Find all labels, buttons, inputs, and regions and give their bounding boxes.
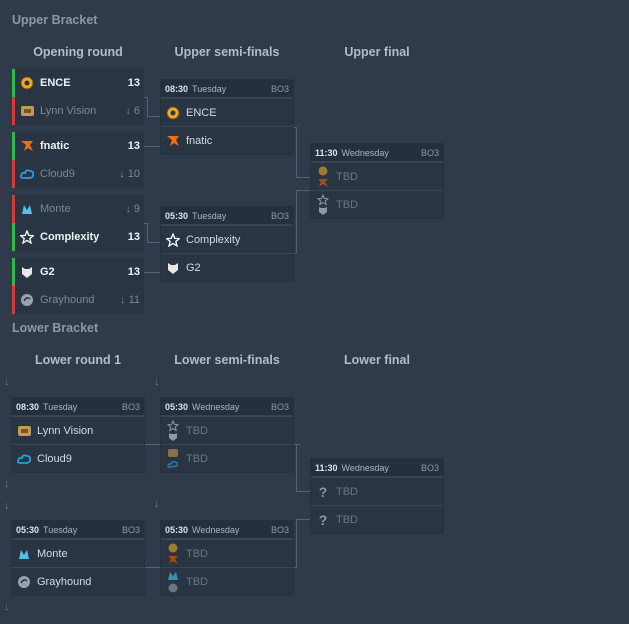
col-lower-final: Lower final [344, 353, 410, 367]
monte-logo-icon [16, 546, 32, 562]
cloud9-logo-icon [19, 166, 35, 182]
match-team-row[interactable]: ?TBD [311, 505, 443, 533]
match-team-row[interactable]: Grayhound [12, 567, 144, 595]
lynn-vision-logo-icon [16, 423, 32, 439]
opening-result-lynn-vision[interactable]: Lynn Vision 6 [12, 97, 144, 125]
match-team-row[interactable]: ENCE [161, 98, 293, 126]
drop-arrow-icon: ↓ [4, 500, 10, 512]
complexity-g2-logos-icon [165, 419, 181, 443]
match-team-row[interactable]: TBD [161, 567, 293, 595]
fnatic-logo-icon [19, 138, 35, 154]
match-team-row[interactable]: G2 [161, 253, 293, 281]
lower-bracket-title: Lower Bracket [12, 321, 99, 335]
match-team-row[interactable]: fnatic [161, 126, 293, 154]
monte-grayhound-logos-icon [165, 570, 181, 594]
match-team-row[interactable]: Cloud9 [12, 444, 144, 472]
opening-result-grayhound[interactable]: Grayhound 11 [12, 286, 144, 314]
drop-arrow-icon: ↓ [4, 601, 10, 613]
drop-arrow-icon: ↓ [154, 376, 160, 388]
complexity-logo-icon [19, 229, 35, 245]
ence-fnatic-logos-icon [315, 165, 331, 189]
opening-result-cloud9[interactable]: Cloud9 10 [12, 160, 144, 188]
complexity-logo-icon [165, 232, 181, 248]
opening-result-g2[interactable]: G2 13 [12, 258, 144, 286]
match-team-row[interactable]: TBD [311, 190, 443, 218]
opening-result-fnatic[interactable]: fnatic 13 [12, 132, 144, 160]
question-mark-icon: ? [318, 511, 328, 528]
match-team-row[interactable]: TBD [311, 162, 443, 190]
drop-arrow-icon: ↓ [4, 376, 10, 388]
g2-logo-icon [165, 260, 181, 276]
lynn-vision-logo-icon [19, 103, 35, 119]
match-team-row[interactable]: Complexity [161, 225, 293, 253]
match-team-row[interactable]: TBD [161, 416, 293, 444]
col-opening-round: Opening round [33, 45, 123, 59]
ence-fnatic-logos-icon [165, 542, 181, 566]
fnatic-logo-icon [165, 133, 181, 149]
upper-bracket-title: Upper Bracket [12, 13, 98, 27]
col-upper-semis: Upper semi-finals [174, 45, 280, 59]
grayhound-logo-icon [19, 292, 35, 308]
col-lower-semis: Lower semi-finals [174, 353, 280, 367]
grayhound-logo-icon [16, 574, 32, 590]
monte-logo-icon [19, 201, 35, 217]
g2-logo-icon [19, 264, 35, 280]
drop-arrow-icon: ↓ [4, 478, 10, 490]
match-team-row[interactable]: TBD [161, 539, 293, 567]
ence-logo-icon [19, 75, 35, 91]
match-team-row[interactable]: Lynn Vision [12, 416, 144, 444]
question-mark-icon: ? [318, 483, 328, 500]
ence-logo-icon [165, 105, 181, 121]
lynn-vision-cloud9-logos-icon [165, 447, 181, 471]
opening-result-monte[interactable]: Monte 9 [12, 195, 144, 223]
complexity-g2-logos-icon [315, 193, 331, 217]
col-lower-round-1: Lower round 1 [34, 353, 122, 367]
cloud9-logo-icon [16, 451, 32, 467]
drop-arrow-icon: ↓ [154, 498, 160, 510]
opening-result-ence[interactable]: ENCE 13 [12, 69, 144, 97]
match-team-row[interactable]: TBD [161, 444, 293, 472]
match-team-row[interactable]: ?TBD [311, 477, 443, 505]
col-upper-final: Upper final [344, 45, 410, 59]
opening-result-complexity[interactable]: Complexity 13 [12, 223, 144, 251]
match-team-row[interactable]: Monte [12, 539, 144, 567]
